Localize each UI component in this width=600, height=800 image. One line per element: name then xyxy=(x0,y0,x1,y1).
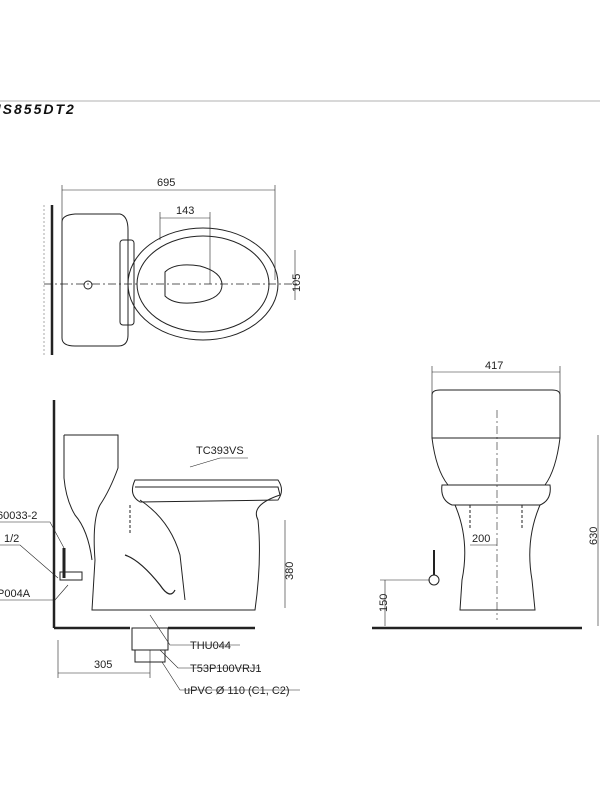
dim-305: 305 xyxy=(94,659,112,671)
label-adapter: T53P100VRJ1 xyxy=(190,663,262,675)
dim-150: 150 xyxy=(378,594,390,612)
label-thread: 1/2 xyxy=(4,533,19,545)
front-view xyxy=(372,366,599,630)
label-thu044: THU044 xyxy=(190,640,231,652)
dim-143: 143 xyxy=(176,205,194,217)
dim-380: 380 xyxy=(284,562,296,580)
header-divider xyxy=(0,100,600,102)
label-pipe: uPVC Ø 110 (C1, C2) xyxy=(184,685,290,697)
dim-105: 105 xyxy=(291,274,303,292)
dim-200: 200 xyxy=(472,533,490,545)
label-tc393vs: TC393VS xyxy=(196,445,244,457)
top-view xyxy=(43,185,300,355)
dim-695: 695 xyxy=(157,177,175,189)
dim-417: 417 xyxy=(485,360,503,372)
dim-630: 630 xyxy=(588,527,600,545)
side-view xyxy=(0,400,300,691)
model-code: MS855DT2 xyxy=(0,101,76,117)
label-valve: P004A xyxy=(0,588,31,600)
label-hose: 60033-2 xyxy=(0,510,37,522)
